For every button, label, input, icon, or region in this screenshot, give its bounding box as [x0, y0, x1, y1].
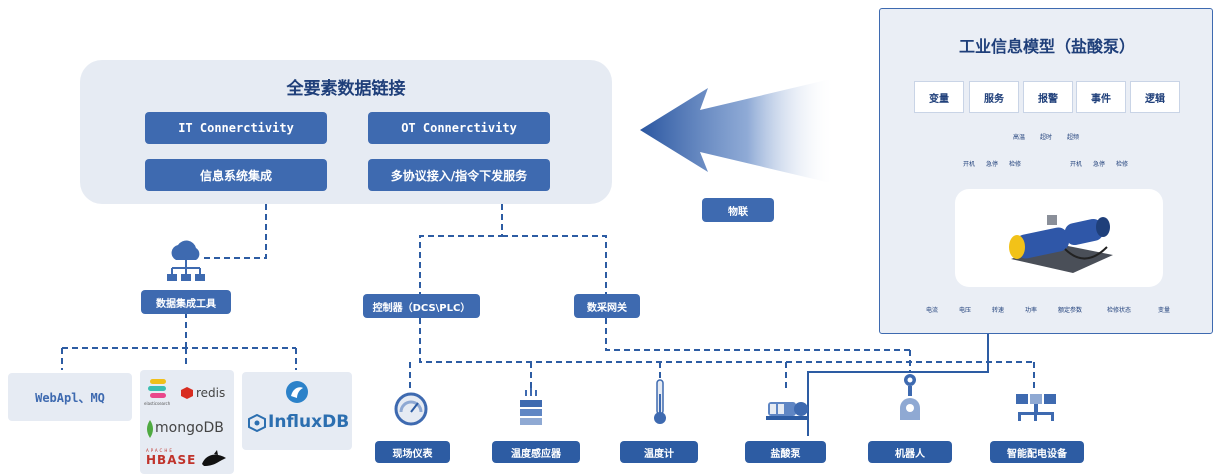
var-speed: 转速 [992, 307, 1005, 314]
info-system-integration-button[interactable]: 信息系统集成 [145, 159, 327, 191]
data-chain-title: 全要素数据链接 [286, 79, 406, 99]
hbase-label: HBASE [146, 453, 197, 467]
var-power: 功率 [1025, 307, 1038, 314]
elasticsearch-logo-icon [148, 379, 166, 398]
robot-icon [900, 374, 920, 420]
var-rated-params: 额定参数 [1058, 307, 1083, 314]
webapi-card: WebApl、MQ [8, 373, 132, 421]
category-alarm[interactable]: 报警 [1023, 81, 1073, 113]
db-logos-card: elasticsearch redis mongoDB APACHE HBASE [140, 370, 234, 474]
gauge-icon [394, 392, 428, 426]
category-event[interactable]: 事件 [1076, 81, 1126, 113]
device-label-temperature-sensor: 温度感应器 [492, 441, 580, 463]
var-voltage: 电压 [959, 307, 972, 314]
data-flow-arrow [640, 78, 835, 184]
gateway-label: 数采网关 [574, 294, 640, 318]
data-chain-panel: 全要素数据链接 IT Connerctivity OT Connerctivit… [80, 60, 612, 204]
redis-logo-icon [181, 387, 193, 399]
influxdb-cube-icon [248, 414, 266, 432]
mongodb-leaf-icon [147, 420, 153, 438]
influxdb-label: InfluxDB [268, 412, 350, 432]
service-estop: 急停 [986, 161, 999, 168]
influxdb-card: InfluxDB [242, 372, 352, 450]
temperature-sensor-icon [520, 388, 542, 425]
var-maintenance-status: 检修状态 [1107, 307, 1132, 314]
alarm-high-temp: 高温 [1013, 134, 1026, 141]
device-label-robot: 机器人 [868, 441, 952, 463]
webapi-label: WebApl、MQ [35, 390, 105, 405]
var-current: 电流 [926, 307, 939, 314]
thermometer-icon [654, 379, 666, 424]
integration-tool-label: 数据集成工具 [141, 290, 231, 314]
influxdb-logo-icon [286, 381, 308, 403]
cloud-network-icon [167, 240, 205, 281]
controller-label: 控制器（DCS\PLC） [363, 294, 480, 318]
event-maintain: 检修 [1116, 161, 1129, 168]
device-label-field-instrument: 现场仪表 [375, 441, 450, 463]
alarm-overfreq: 超频 [1067, 134, 1080, 141]
event-estop: 急停 [1093, 161, 1106, 168]
protocol-access-button[interactable]: 多协议接入/指令下发服务 [368, 159, 550, 191]
iot-label: 物联 [702, 198, 774, 222]
var-variable: 变量 [1158, 307, 1171, 314]
orca-icon [202, 450, 226, 466]
pump-icon [766, 402, 808, 420]
industrial-model-panel: 工业信息模型（盐酸泵） 变量 服务 报警 事件 逻辑 高温 超时 超频 开机 急… [879, 8, 1213, 334]
pump-image-card [955, 189, 1163, 287]
category-logic[interactable]: 逻辑 [1130, 81, 1180, 113]
pump-motor-illustration [1009, 215, 1113, 273]
elasticsearch-label: elasticsearch [144, 401, 171, 406]
it-connectivity-button[interactable]: IT Connerctivity [145, 112, 327, 144]
device-label-pump: 盐酸泵 [745, 441, 826, 463]
service-start: 开机 [963, 161, 976, 168]
category-service[interactable]: 服务 [969, 81, 1019, 113]
event-start: 开机 [1070, 161, 1083, 168]
model-title: 工业信息模型（盐酸泵） [958, 37, 1135, 56]
alarm-timeout: 超时 [1040, 134, 1053, 141]
ot-connectivity-button[interactable]: OT Connerctivity [368, 112, 550, 144]
hbase-apache-label: APACHE [146, 448, 174, 453]
device-label-power-distribution: 智能配电设备 [990, 441, 1084, 463]
mongodb-label: mongoDB [155, 420, 224, 436]
service-maintain: 检修 [1009, 161, 1022, 168]
redis-label: redis [196, 386, 226, 400]
device-label-thermometer: 温度计 [620, 441, 698, 463]
power-distribution-icon [1016, 394, 1056, 421]
category-variable[interactable]: 变量 [914, 81, 964, 113]
